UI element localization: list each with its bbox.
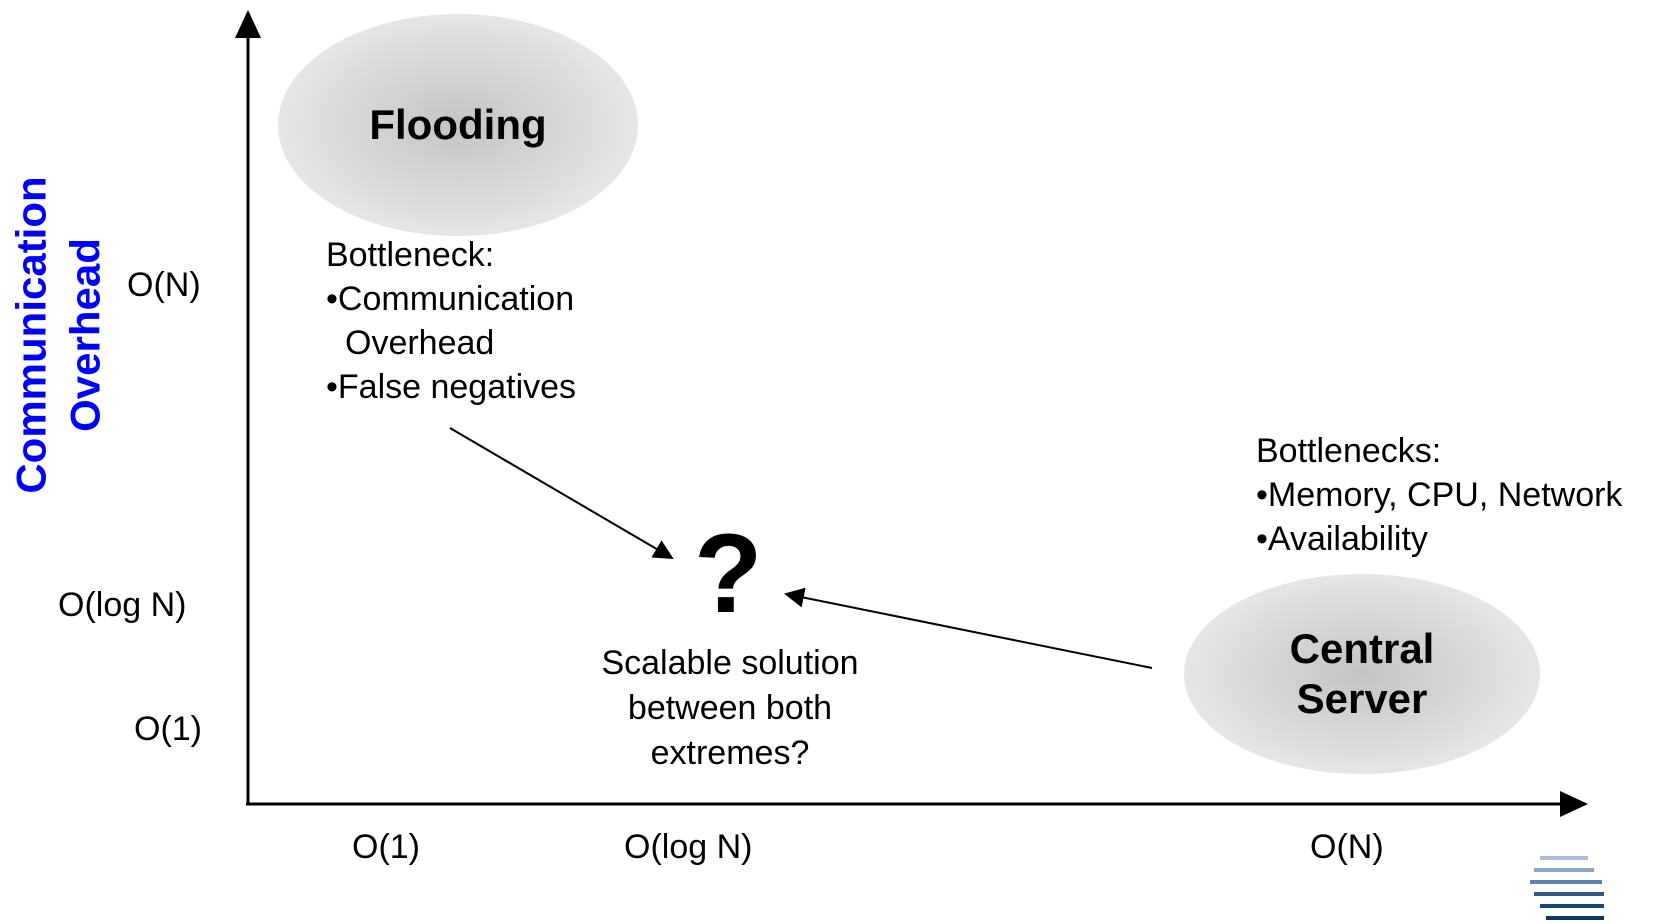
y-tick-o-log-n: O(log N) — [58, 586, 187, 624]
arrow-from-flooding — [449, 427, 674, 560]
bullet-icon: • — [1256, 520, 1268, 558]
central-server-ellipse — [1184, 574, 1540, 774]
central-server-label: Central Server — [1184, 624, 1540, 725]
flooding-ellipse — [278, 14, 638, 236]
central-note-item2: •Availability — [1256, 522, 1622, 556]
x-axis-arrowhead — [1560, 791, 1588, 817]
central-note-item1: •Memory, CPU, Network — [1256, 478, 1622, 512]
central-note-title: Bottlenecks: — [1256, 432, 1442, 470]
flooding-label: Flooding — [369, 101, 547, 148]
central-server-bottleneck-note: Bottlenecks: •Memory, CPU, Network •Avai… — [1256, 434, 1622, 556]
x-tick-o-1: O(1) — [352, 828, 420, 866]
bullet-icon: • — [1256, 476, 1268, 514]
flooding-note-item1: •Communication — [326, 282, 576, 316]
x-tick-o-log-n: O(log N) — [624, 828, 753, 866]
y-tick-o-n: O(N) — [127, 266, 201, 304]
caption-line1: Scalable solution — [601, 644, 859, 682]
flooding-note-item2: •False negatives — [326, 370, 576, 404]
x-tick-o-n: O(N) — [1310, 828, 1384, 866]
central-note-item1-text: Memory, CPU, Network — [1267, 476, 1623, 514]
scalable-solution-caption: Scalable solution between both extremes? — [560, 646, 900, 770]
striped-logo-icon — [1530, 850, 1612, 924]
flooding-note-item2-text: False negatives — [337, 368, 577, 406]
bullet-icon: • — [326, 368, 338, 406]
y-axis-arrowhead — [235, 10, 261, 38]
y-axis-label-line2: Overhead — [61, 238, 108, 432]
caption-line2: between both — [627, 689, 833, 727]
caption-line3: extremes? — [650, 734, 810, 772]
central-note-item2-text: Availability — [1267, 520, 1428, 558]
y-axis-label: Communication Overhead — [6, 138, 110, 532]
y-axis-label-line1: Communication — [7, 176, 55, 494]
central-server-label-line1: Central — [1289, 625, 1435, 672]
arrow-from-central-server — [784, 587, 1153, 669]
question-mark-icon: ? — [694, 511, 763, 636]
flooding-bottleneck-note: Bottleneck: •Communication Overhead •Fal… — [326, 238, 576, 404]
flooding-note-item1-line2: Overhead — [345, 324, 495, 362]
y-tick-o-1: O(1) — [134, 710, 202, 748]
flooding-note-item1-line1: Communication — [337, 280, 575, 318]
bullet-icon: • — [326, 280, 338, 318]
flooding-note-title: Bottleneck: — [326, 236, 495, 274]
central-server-label-line2: Server — [1296, 675, 1428, 723]
